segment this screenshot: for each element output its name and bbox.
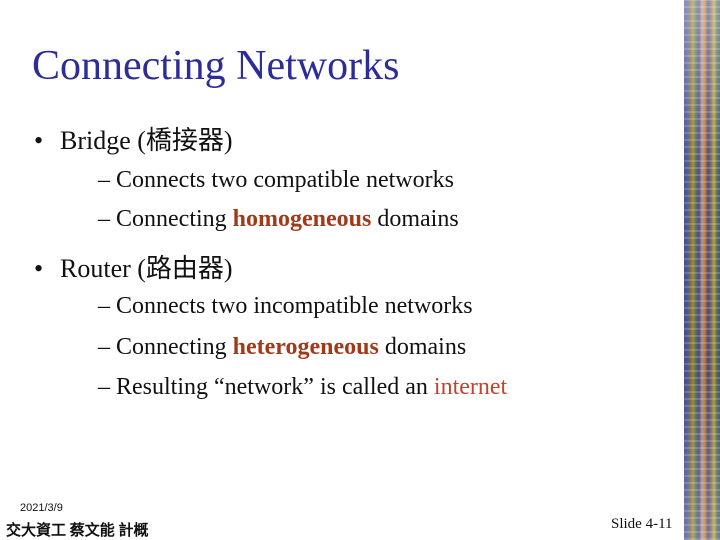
- slide-title: Connecting Networks: [32, 43, 400, 89]
- highlight-term: heterogeneous: [232, 334, 379, 360]
- sub-dash: –: [98, 167, 110, 193]
- sub-text: Connects two compatible networks: [116, 167, 454, 193]
- sub-bullet: – Connects two incompatible networks: [98, 293, 473, 320]
- sub-text: Resulting “network” is called an: [116, 374, 434, 400]
- highlight-term: homogeneous: [232, 206, 372, 232]
- slide-number: Slide 4-11: [611, 516, 673, 532]
- sub-bullet: – Connecting heterogeneous domains: [98, 334, 466, 361]
- footer-date: 2021/3/9: [20, 502, 63, 514]
- sub-text: Connecting: [116, 334, 233, 360]
- sub-dash: –: [98, 206, 110, 232]
- bullet-marker: •: [34, 254, 44, 283]
- highlight-term: internet: [433, 374, 508, 400]
- bullet-bridge: • Bridge (橋接器): [34, 120, 233, 157]
- bullet-router: • Router (路由器): [34, 248, 233, 285]
- bullet-text: Router (路由器): [60, 254, 233, 283]
- footer-author: 交大資工 蔡文能 計概: [6, 523, 149, 539]
- sub-dash: –: [98, 293, 110, 319]
- sub-dash: –: [98, 374, 110, 400]
- bullet-marker: •: [34, 126, 44, 155]
- sub-bullet: – Connecting homogeneous domains: [98, 206, 459, 233]
- sub-text: Connects two incompatible networks: [116, 293, 473, 319]
- sub-dash: –: [98, 334, 110, 360]
- sub-bullet: – Connects two compatible networks: [98, 167, 454, 194]
- sub-text-tail: domains: [378, 334, 467, 360]
- sub-bullet: – Resulting “network” is called an inter…: [98, 374, 507, 401]
- sub-text-tail: domains: [371, 206, 459, 232]
- decorative-side-strip: [684, 0, 720, 540]
- sub-text: Connecting: [116, 206, 233, 232]
- bullet-text: Bridge (橋接器): [60, 126, 233, 155]
